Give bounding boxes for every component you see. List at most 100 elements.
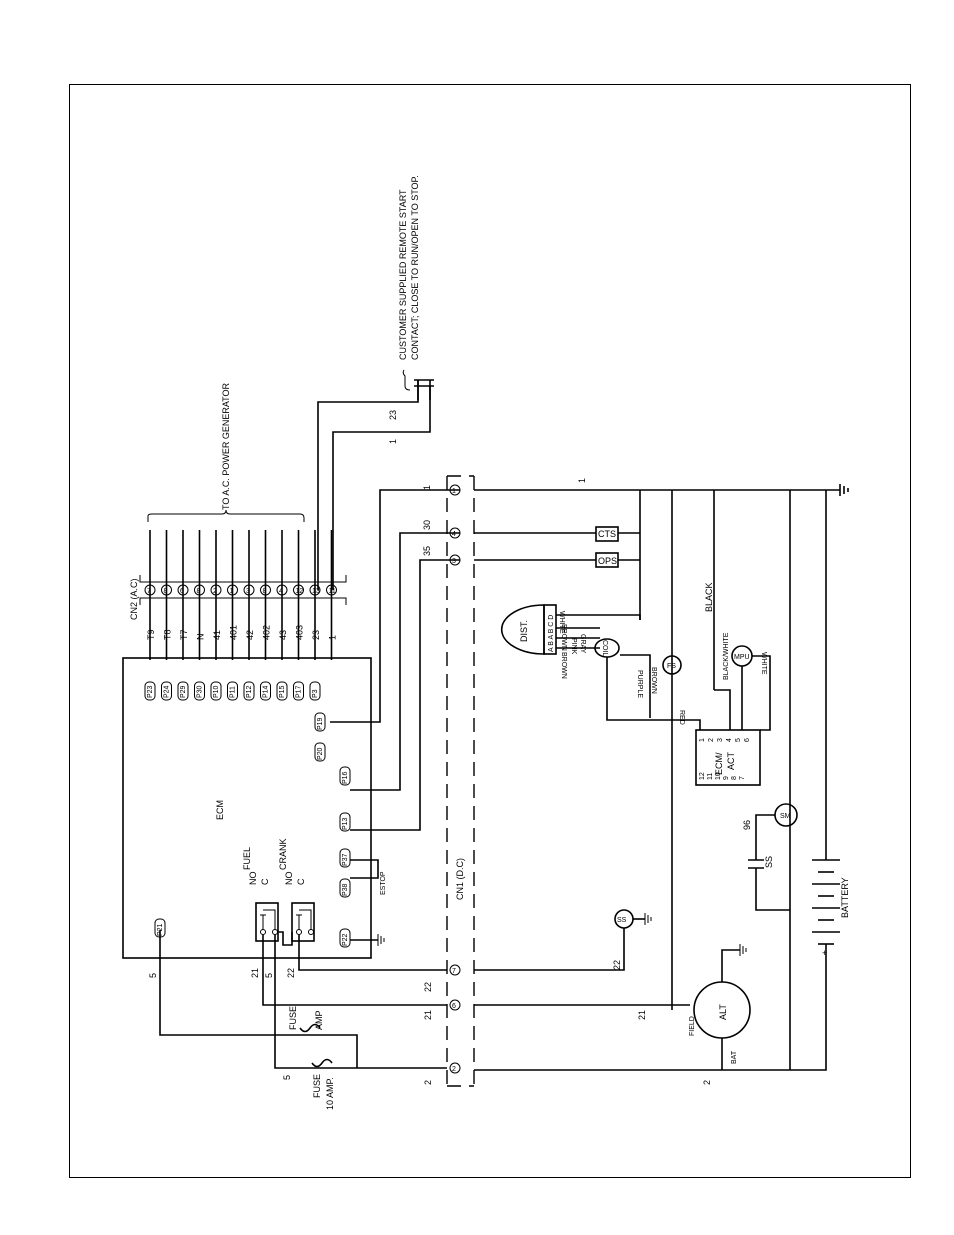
battery [812,859,840,945]
wire-label-1-cn1: 1 [422,485,432,490]
distributor-pins [543,604,557,655]
ecm-terminal-label: P29 [180,685,187,698]
wire-22-ss [474,928,625,971]
ecm-terminal-label: P21 [157,923,164,936]
ecm-terminal [314,742,326,762]
ecm-terminal-label: P16 [342,771,349,784]
cn2-wire-label: T7 [179,629,189,640]
battery-minus: _ [821,850,828,860]
color-brown2: BROWN [560,652,567,679]
cn2-pin-circle [161,584,172,596]
cn2-pin-circle [177,584,189,596]
fuse-bottom-label: FUSE [312,1074,322,1098]
cn2-pin-number: 1 [230,588,234,595]
ecm-act-box [695,729,761,786]
color-black: BLACK [704,582,714,612]
wire-label-22-left: 22 [286,968,296,978]
ecm-act-label-2: ACT [726,751,736,770]
wire-white-mpu [752,655,771,731]
wire-label-2: 2 [702,1080,712,1085]
fuel-no-label: NO [248,872,258,886]
cn2-pin-number: 8 [197,588,201,595]
ecm-terminal-label: P30 [197,685,204,698]
cts-label: CTS [598,529,616,539]
cn2-pin-number: 8 [263,588,267,595]
estop-label: ESTOP [380,871,387,895]
wire-label-21-right: 21 [637,1010,647,1020]
color-white2: WHITE [760,652,767,675]
estop-loop [350,859,379,879]
ecm-act-label-1: ECM/ [714,752,724,775]
ecm-terminal [161,681,172,701]
wire-label-22: 22 [612,960,622,970]
cn2-pin-circle [293,584,304,596]
ecm-act-pin: 11 [707,773,714,780]
fuel-relay [255,902,279,942]
fuse-bottom-amp: 10 AMP. [325,1077,335,1110]
fuse-top [299,1023,321,1033]
ecm-terminal-label: P22 [342,933,349,946]
to-ac-generator-label: TO A.C. POWER GENERATOR [221,382,231,510]
crank-name-label: CRANK [278,838,288,870]
mpu-label: MPU [734,654,750,661]
ecm-terminal-label: P24 [164,685,171,698]
ecm-act-pin: 4 [726,738,733,742]
ecm-act-pin: 2 [708,738,715,742]
fuel-solenoid [662,655,682,675]
diagram-frame [69,84,911,1178]
cn2-wire-label: 402 [262,625,272,640]
ecm-terminal [194,681,205,701]
ecm-act-pin: 10 [715,772,722,780]
ecm-terminal [276,681,288,701]
cn2-pin-circle [309,584,321,596]
ecm-terminal-label: P38 [342,883,349,896]
cn1-title: CN1 (D.C) [455,858,465,900]
distributor [500,604,545,655]
cn1-pin [449,484,461,496]
ecm-terminal [227,681,238,701]
cn2-pin-circle [210,584,222,596]
ecm-terminal-label: P11 [230,686,237,698]
relay-link [278,931,293,946]
cn2-wire-label: 41 [212,630,222,640]
wire-96 [755,814,775,830]
ecm-terminal [243,681,255,701]
wire-label-21-cn1: 21 [423,1010,433,1020]
cn2-pin-number: 6 [180,588,184,595]
ecm-label: ECM [215,800,225,820]
ecm-terminal-label: P14 [263,685,270,698]
ops-label: OPS [598,556,617,566]
fuse-top-amp: AMP [314,1010,324,1030]
ecm-terminal [339,766,351,786]
cn2-pin-circle [276,584,288,596]
wire-23 [317,380,419,590]
battery-plus: + [822,948,827,958]
cn2-pin-number: 2 [213,588,217,595]
remote-start-brace [402,369,411,391]
wire-brown3 [620,654,651,718]
ecm-terminal-label: P19 [317,717,324,730]
wire-label-22-cn1: 22 [423,982,433,992]
color-gray: GRAY [579,634,586,654]
fuel-c-label: C [260,878,270,885]
ss-switch-label: SS [617,917,627,924]
cn2-pin-circle [243,584,255,596]
cn2-wire-label: N [196,634,206,641]
ecm-act-pin: 12 [699,772,706,780]
cn2-pin-number: 7 [147,588,151,595]
cn2-wire-label: 43 [278,630,288,640]
cn2-wire-label: 42 [245,630,255,640]
ecm-terminal [314,712,326,732]
ecm-terminal [144,681,156,701]
wire-30 [350,532,460,791]
color-black-white: BLACK/WHITE [723,632,730,680]
color-pink: PINK [570,638,577,655]
wire-purple [606,657,701,730]
remote-start-label-1: CUSTOMER SUPPLIED REMOTE START [398,189,408,360]
ss-contact [748,830,790,911]
wire-22 [298,935,447,971]
crank-c-label: C [296,878,306,885]
cn1-pin [449,999,461,1011]
cn2-connector-top [139,575,347,583]
